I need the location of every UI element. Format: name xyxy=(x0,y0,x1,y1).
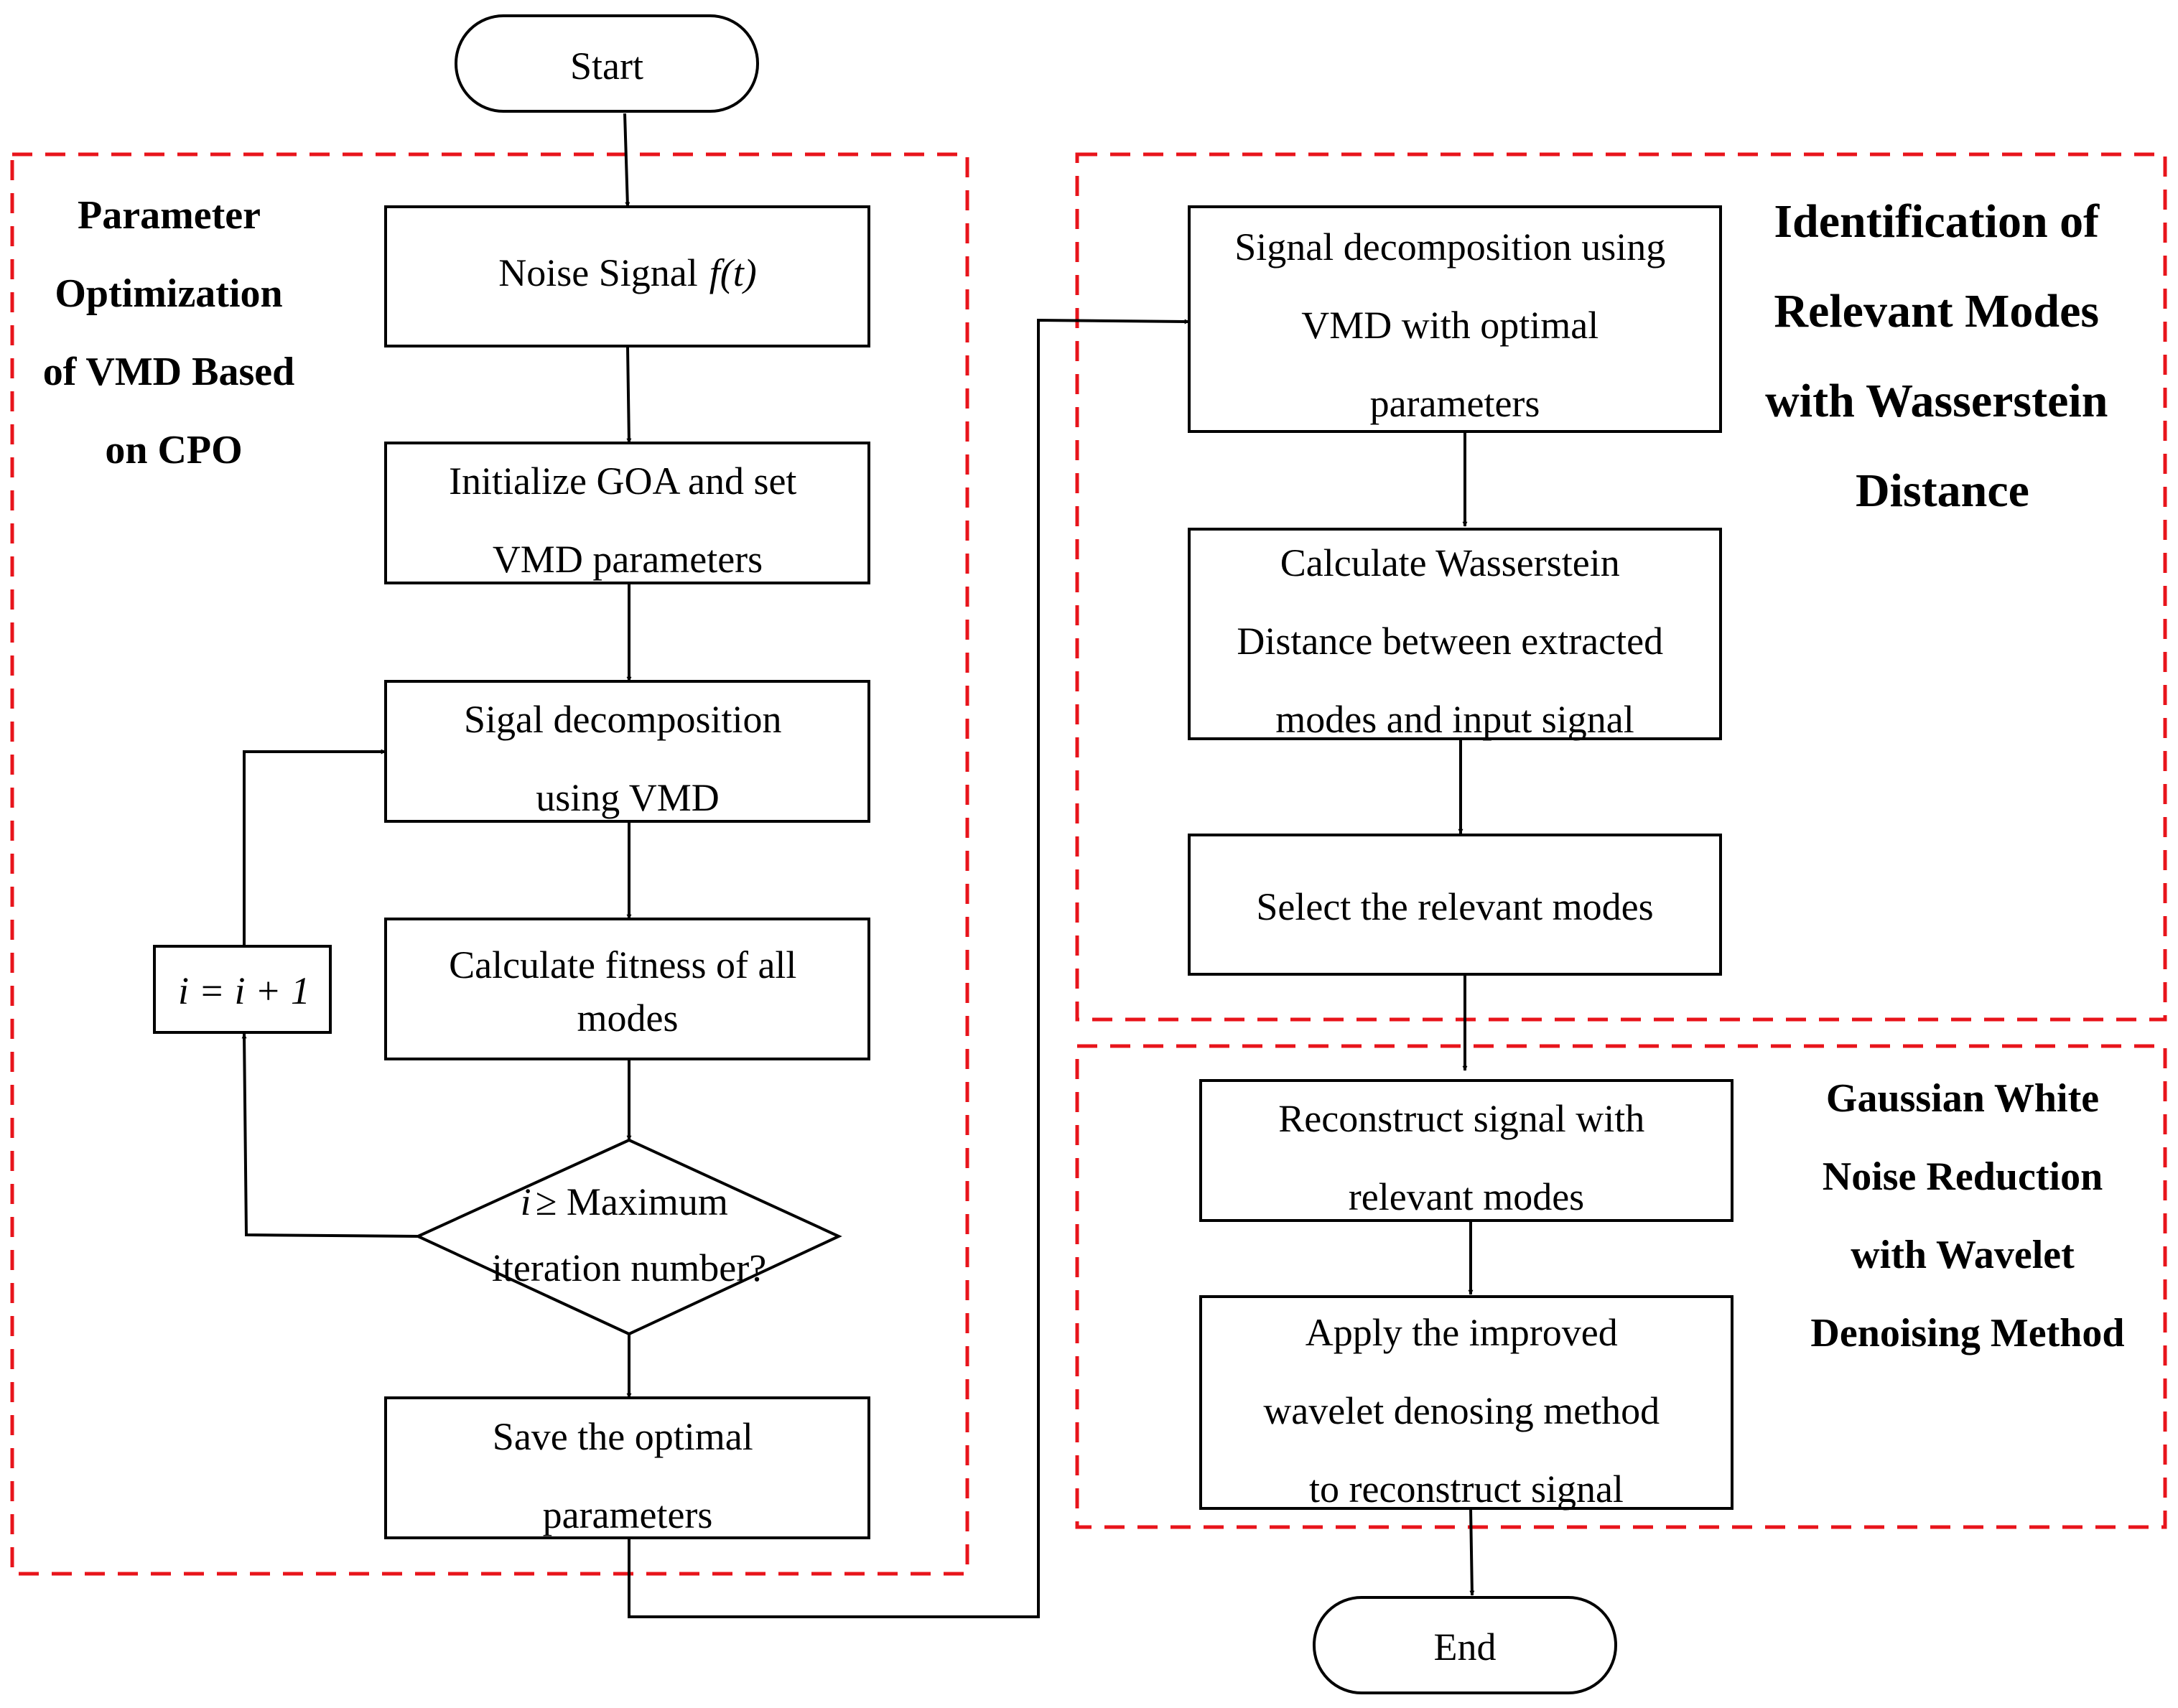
decision-condition: ≥ Maximum xyxy=(536,1180,728,1223)
edge-increment-to-decomp xyxy=(243,749,386,946)
start-terminal xyxy=(455,14,759,113)
node-line: relevant modes xyxy=(1349,1175,1584,1218)
reconstruct-signal-box xyxy=(1199,1079,1733,1222)
group-label-line: Parameter xyxy=(78,193,260,238)
sigal-decomposition-box xyxy=(384,680,870,823)
node-line: Sigal decomposition xyxy=(464,698,781,741)
node-line: Calculate fitness of all xyxy=(449,943,796,986)
reconstruct-signal-label: Reconstruct signal with relevant modes xyxy=(1278,1097,1654,1218)
node-line: using VMD xyxy=(536,776,720,819)
edge-save-to-optdecomp xyxy=(628,318,1190,1618)
group-label-line: Noise Reduction xyxy=(1823,1154,2103,1199)
edge-apply-to-end xyxy=(1469,1507,1475,1596)
calculate-fitness-label: Calculate fitness of all modes xyxy=(449,943,806,1040)
save-optimal-label: Save the optimal parameters xyxy=(493,1415,763,1536)
calculate-wasserstein-box xyxy=(1188,528,1722,740)
node-line: Apply the improved xyxy=(1306,1311,1618,1354)
select-relevant-modes-box xyxy=(1188,834,1722,976)
edge-start-to-noise xyxy=(623,113,630,207)
group-label-line: Identification of xyxy=(1774,195,2100,248)
node-line: Calculate Wasserstein xyxy=(1280,541,1620,584)
edge-decision-to-increment xyxy=(241,1033,419,1238)
group-identification-relevant-modes xyxy=(1075,152,2167,1022)
increment-box xyxy=(153,945,332,1034)
node-line: Save the optimal xyxy=(493,1415,753,1458)
node-line: i≥ Maximum xyxy=(521,1180,728,1223)
group-label-line: with Wavelet xyxy=(1851,1233,2075,1277)
start-label: Start xyxy=(570,45,643,88)
node-line: Reconstruct signal with xyxy=(1278,1097,1644,1140)
calculate-fitness-box xyxy=(384,918,870,1060)
node-line: modes xyxy=(577,997,679,1040)
node-line: Initialize GOA and set xyxy=(449,459,796,503)
decision-variable: i xyxy=(521,1180,531,1223)
increment-label: i = i + 1 xyxy=(178,969,310,1012)
node-line: Signal decomposition using xyxy=(1234,225,1665,269)
group-label-line: Relevant Modes xyxy=(1774,285,2099,337)
node-line: modes and input signal xyxy=(1275,698,1634,741)
group-label-line: Denoising Method xyxy=(1810,1311,2124,1355)
group-label-line: with Wasserstein xyxy=(1765,375,2108,427)
group-label-line: Gaussian White xyxy=(1826,1076,2099,1121)
end-label: End xyxy=(1434,1625,1497,1669)
group-label-line: Distance xyxy=(1856,465,2029,517)
node-line: Distance between extracted xyxy=(1237,620,1663,663)
signal-decomposition-optimal-box xyxy=(1188,205,1722,433)
end-terminal xyxy=(1313,1596,1617,1694)
noise-signal-label: Noise Signal f(t) xyxy=(498,251,756,294)
group-parameter-optimization xyxy=(10,152,969,1576)
edge-noise-to-init xyxy=(626,346,632,444)
initialize-goa-label: Initialize GOA and set VMD parameters xyxy=(449,459,806,581)
initialize-goa-box xyxy=(384,442,870,584)
apply-wavelet-label: Apply the improved wavelet denosing meth… xyxy=(1263,1311,1669,1511)
iteration-decision-label: i≥ Maximum iteration number? xyxy=(492,1180,766,1289)
noise-signal-math: f(t) xyxy=(709,251,757,294)
save-optimal-box xyxy=(384,1396,870,1539)
group-noise-reduction xyxy=(1075,1044,2167,1529)
group-label-line: on CPO xyxy=(105,428,242,472)
calculate-wasserstein-label: Calculate Wasserstein Distance between e… xyxy=(1237,541,1672,741)
group-label-identification: Identification of Relevant Modes with Wa… xyxy=(1765,195,2120,517)
iteration-decision-diamond xyxy=(414,1138,842,1336)
node-line: VMD parameters xyxy=(493,538,763,581)
signal-decomposition-optimal-label: Signal decomposition using VMD with opti… xyxy=(1234,225,1675,425)
group-label-line: Optimization xyxy=(55,271,282,316)
group-label-noise-reduction: Gaussian White Noise Reduction with Wave… xyxy=(1810,1076,2124,1355)
select-relevant-modes-label: Select the relevant modes xyxy=(1256,885,1653,928)
node-line: parameters xyxy=(1370,382,1540,425)
node-line: wavelet denosing method xyxy=(1263,1389,1660,1432)
node-line: VMD with optimal xyxy=(1301,304,1598,347)
noise-signal-text: Noise Signal xyxy=(498,251,698,294)
group-label-line: of VMD Based xyxy=(43,350,295,394)
noise-signal-box xyxy=(384,205,870,347)
apply-wavelet-box xyxy=(1199,1295,1733,1510)
node-line: to reconstruct signal xyxy=(1309,1467,1624,1511)
node-line: iteration number? xyxy=(492,1246,766,1289)
group-label-parameter-optimization: Parameter Optimization of VMD Based on C… xyxy=(43,193,305,472)
node-line: parameters xyxy=(543,1493,713,1536)
sigal-decomposition-label: Sigal decomposition using VMD xyxy=(464,698,791,819)
